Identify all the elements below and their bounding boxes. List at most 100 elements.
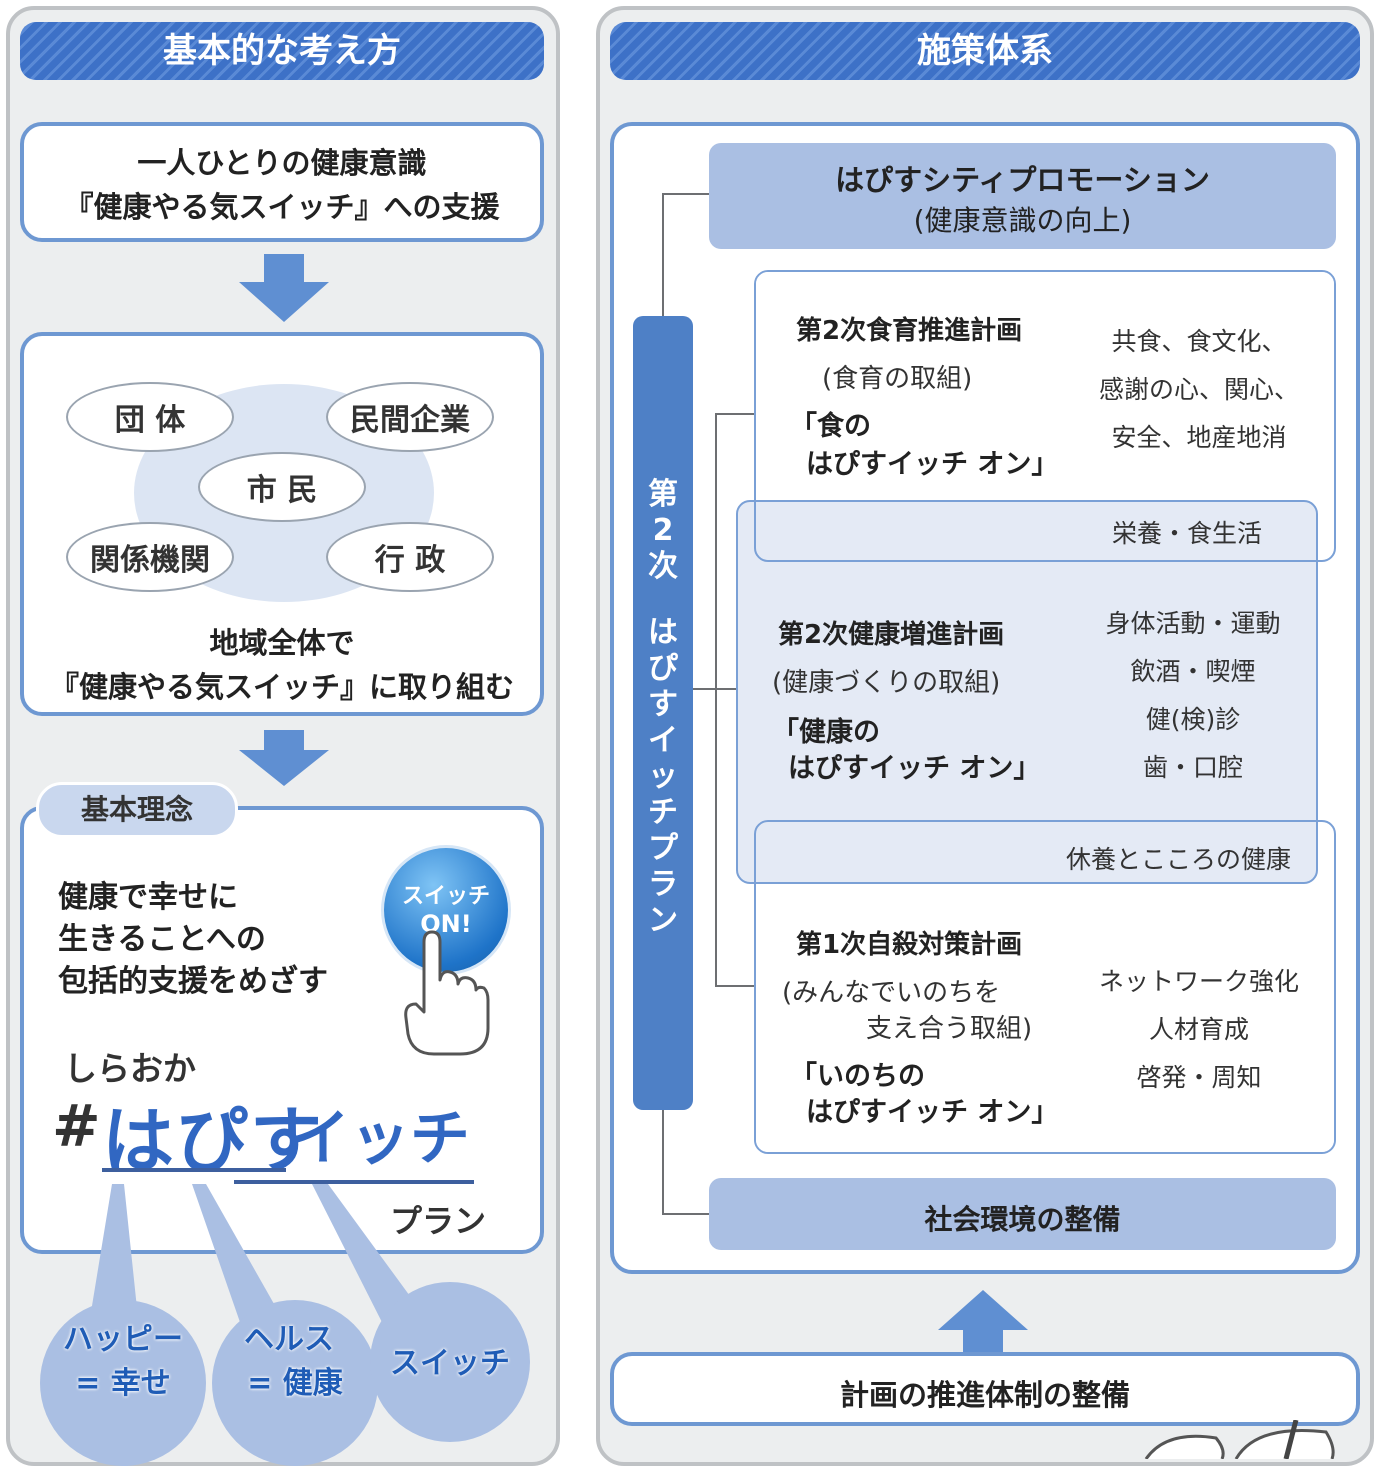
jisatsu-title: 第1次自殺対策計画: [796, 930, 1023, 960]
oval-shimin: 市 民: [198, 452, 366, 522]
shokuiku-fill: [756, 272, 1334, 498]
support-line2: 『健康やる気スイッチ』への支援: [64, 190, 500, 224]
vertical-label-char: プ: [648, 831, 678, 866]
left-header: 基本的な考え方: [20, 22, 544, 80]
vertical-label-char: ラ: [648, 867, 678, 902]
shokuiku-box: [754, 270, 1336, 562]
underline-hapi: [102, 1168, 286, 1172]
suishin-box: 計画の推進体制の整備: [610, 1352, 1360, 1426]
shiraoka-label: しらおか: [64, 1049, 196, 1088]
switch-on-button: スイッチ ON!: [384, 848, 508, 972]
promotion-line1: はぴすシティプロモーション: [835, 163, 1210, 197]
up-arrow-head-icon: [938, 1290, 1028, 1330]
circle-health: ヘルス = 健康: [212, 1300, 378, 1466]
jisatsu-item-3: 啓発・周知: [1136, 1063, 1262, 1092]
suishin-label: 計画の推進体制の整備: [839, 1378, 1130, 1412]
right-header: 施策体系: [610, 22, 1360, 80]
kenko-item-2: 飲酒・喫煙: [1130, 657, 1256, 686]
kenko-title: 第2次健康増進計画: [778, 620, 1005, 650]
community-box: 団 体 民間企業 市 民 関係機関 行 政 地域全体で 『健康やる気スイッチ』に…: [20, 332, 544, 716]
rinen-line1: 健康で幸せに: [58, 880, 238, 915]
jisatsu-item-1: ネットワーク強化: [1098, 967, 1299, 996]
rinen-line2: 生きることへの: [58, 922, 266, 957]
oval-minkan: 民間企業: [326, 382, 494, 452]
itchi-text: イッチ: [290, 1104, 470, 1174]
vertical-label-char: 第: [648, 477, 678, 512]
shokuiku-slogan1: 「食の: [790, 411, 871, 442]
shakai-label: 社会環境の整備: [924, 1203, 1121, 1236]
promotion-line2: (健康意識の向上): [913, 204, 1132, 237]
vertical-label-char: ぴ: [648, 651, 678, 686]
switch-circle-label: スイッチ: [390, 1346, 510, 1381]
switch-button-line1: スイッチ: [401, 884, 490, 909]
community-line2: 『健康やる気スイッチ』に取り組む: [49, 670, 514, 704]
vertical-label-char: は: [648, 615, 678, 650]
kenko-item-1: 身体活動・運動: [1105, 609, 1281, 638]
support-box: 一人ひとりの健康意識 『健康やる気スイッチ』への支援: [20, 122, 544, 242]
tree-branch-shoku: [715, 413, 755, 415]
rinen-line3: 包括的支援をめざす: [58, 964, 328, 999]
oval-gyosei: 行 政: [326, 522, 494, 592]
shakai-box: 社会環境の整備: [709, 1178, 1336, 1250]
promotion-box: はぴすシティプロモーション (健康意識の向上): [709, 143, 1336, 249]
jisatsu-sub2: 支え合う取組): [866, 1014, 1033, 1044]
kenko-item-3: 健(検)診: [1145, 705, 1241, 734]
kenko-sub: (健康づくりの取組): [772, 668, 1001, 698]
shokuiku-item-3: 安全、地産地消: [1111, 423, 1287, 452]
health-line2: = 健康: [247, 1366, 343, 1401]
tree-branch-jisatsu: [715, 985, 755, 987]
down-arrow-icon: [264, 254, 304, 284]
down-arrow-icon-2: [264, 730, 304, 752]
oval-dantai: 団 体: [66, 382, 234, 452]
happy-line1: ハッピー: [63, 1322, 183, 1357]
hash-symbol: #: [52, 1092, 101, 1160]
shokuiku-item-2: 感謝の心、関心、: [1098, 375, 1299, 404]
health-line1: ヘルス: [244, 1322, 334, 1357]
vertical-label-char: チ: [648, 795, 678, 830]
vertical-label-char: イ: [648, 723, 678, 758]
kenko-item-4: 歯・口腔: [1142, 753, 1243, 782]
oval-kankei: 関係機関: [66, 522, 234, 592]
tree-branch-shakai: [662, 1213, 710, 1215]
support-line1: 一人ひとりの健康意識: [137, 146, 427, 180]
circle-switch: スイッチ: [370, 1282, 530, 1442]
tree-branch-kenko: [715, 688, 737, 690]
pointing-hand-icon: [404, 930, 490, 1056]
tree-inner-vertical: [715, 413, 717, 986]
kenko-slogan2: はぴすイッチ オン」: [788, 753, 1041, 784]
jisatsu-box: [754, 820, 1336, 1154]
eiyou-label: 栄養・食生活: [1112, 519, 1263, 548]
leaf-decoration-icon: [1144, 1420, 1335, 1459]
circle-happy: ハッピー = 幸せ: [40, 1300, 206, 1466]
down-arrow-head-icon: [239, 282, 329, 322]
community-line1: 地域全体で: [209, 626, 355, 660]
pointer-triangles: [90, 1184, 426, 1338]
up-arrow-icon: [963, 1328, 1003, 1354]
shokuiku-title: 第2次食育推進計画: [796, 316, 1023, 346]
jisatsu-fill: [756, 886, 1334, 1152]
tree-mid-stem: [692, 688, 716, 690]
jisatsu-slogan2: はぴすイッチ オン」: [806, 1097, 1059, 1128]
plan-text: プラン: [390, 1202, 487, 1240]
tree-trunk-bottom: [662, 1108, 664, 1214]
tree-trunk-top: [662, 193, 664, 317]
underline-su: [234, 1180, 474, 1184]
kyuuyou-label: 休養とこころの健康: [1066, 845, 1292, 874]
jisatsu-item-2: 人材育成: [1148, 1015, 1249, 1044]
tree-branch-promo: [662, 193, 710, 195]
shokuiku-sub: (食育の取組): [822, 364, 973, 394]
jisatsu-slogan1: 「いのちの: [790, 1061, 925, 1092]
vertical-plan-bar: [633, 316, 693, 1110]
down-arrow-head-icon-2: [239, 750, 329, 786]
vertical-label-char: 次: [648, 549, 678, 584]
vertical-label-char: 2: [652, 513, 674, 548]
shokuiku-slogan2: はぴすイッチ オン」: [806, 449, 1059, 480]
shokuiku-item-1: 共食、食文化、: [1111, 327, 1287, 356]
rinen-tag: 基本理念: [36, 782, 238, 838]
vertical-label-char: ン: [648, 903, 678, 938]
happy-line2: = 幸せ: [75, 1366, 171, 1401]
jisatsu-sub1: (みんなでいのちを: [782, 978, 1001, 1008]
vertical-label-char: ッ: [648, 759, 678, 794]
kenko-slogan1: 「健康の: [772, 717, 880, 748]
vertical-label-char: す: [648, 687, 678, 722]
